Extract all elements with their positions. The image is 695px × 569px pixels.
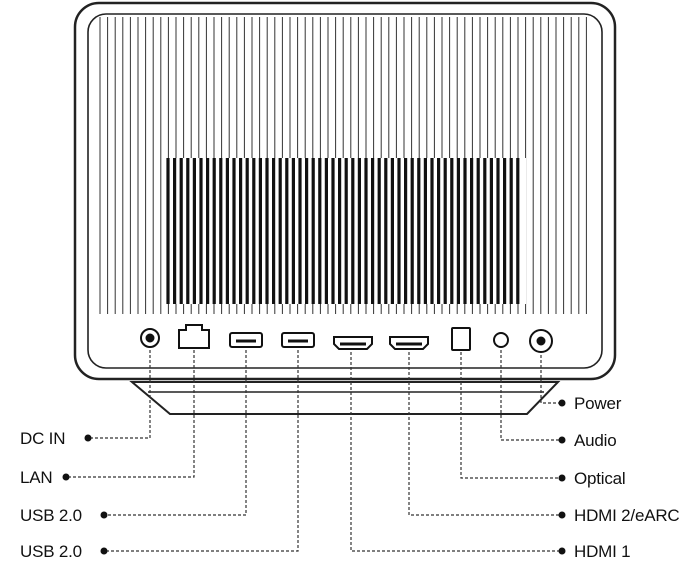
leader-hdmi-1 xyxy=(350,352,560,552)
usb-port-1 xyxy=(229,332,263,348)
audio-port xyxy=(493,332,509,348)
usb-port-2 xyxy=(281,332,315,348)
label-usb-1: USB 2.0 xyxy=(20,506,82,525)
optical-port xyxy=(451,327,471,351)
label-usb-2: USB 2.0 xyxy=(20,542,82,561)
leader-dots xyxy=(62,399,566,555)
leader-dc-in xyxy=(90,350,151,439)
leader-power xyxy=(540,355,560,404)
power-port xyxy=(529,329,553,353)
label-optical: Optical xyxy=(574,469,626,488)
hdmi-port-2 xyxy=(389,336,429,350)
inner-vent-grille xyxy=(166,158,520,304)
label-power: Power xyxy=(574,394,622,413)
label-audio: Audio xyxy=(574,431,617,450)
leader-usb-1 xyxy=(106,350,247,516)
lan-port xyxy=(178,324,210,349)
projector-stand xyxy=(129,381,561,415)
leader-hdmi-2 xyxy=(408,352,560,516)
leader-optical xyxy=(460,352,560,479)
leader-usb-2 xyxy=(106,350,299,552)
leader-lan xyxy=(68,350,195,478)
dc-in-port xyxy=(140,328,160,348)
leader-lines xyxy=(68,350,560,552)
label-hdmi-2: HDMI 2/eARC xyxy=(574,506,680,525)
label-dc-in: DC IN xyxy=(20,429,66,448)
label-lan: LAN xyxy=(20,468,53,487)
label-hdmi-1: HDMI 1 xyxy=(574,542,631,561)
ports-row xyxy=(140,324,553,353)
leader-audio xyxy=(500,350,560,441)
hdmi-port-1 xyxy=(333,336,373,350)
